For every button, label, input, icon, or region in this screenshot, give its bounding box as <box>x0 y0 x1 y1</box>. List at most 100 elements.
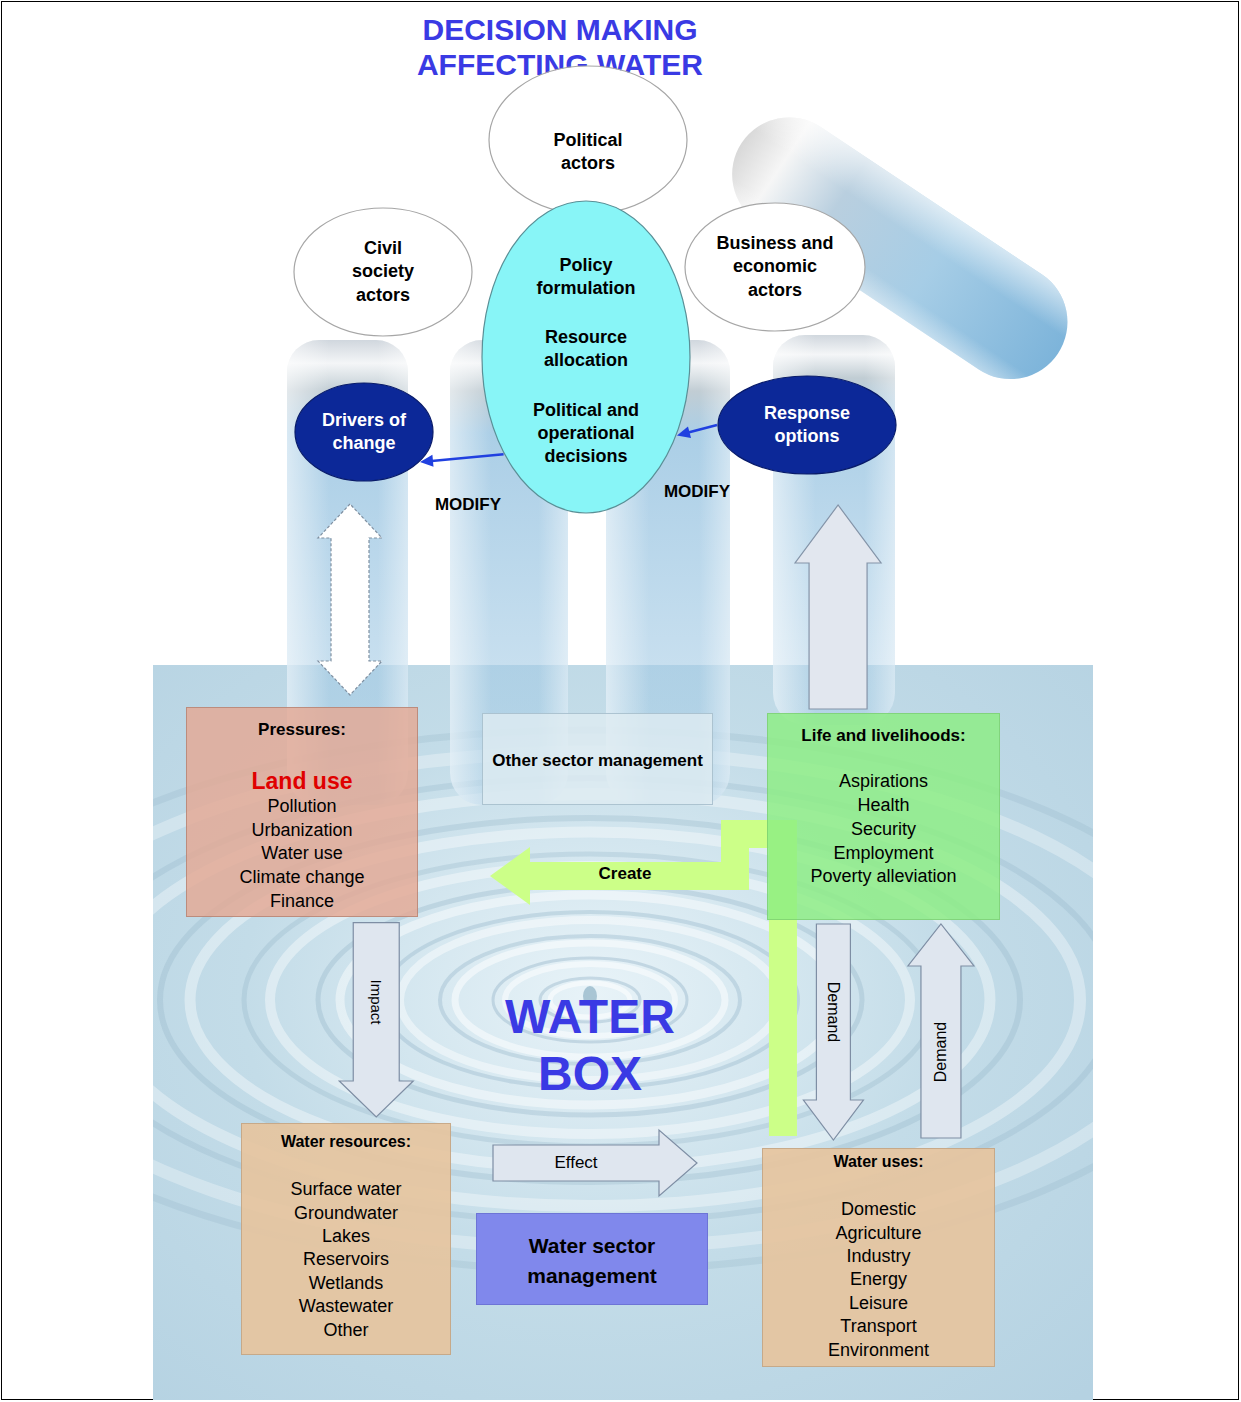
decision-ellipse: Policy formulationResource allocationPol… <box>481 200 691 514</box>
arrow-body <box>318 504 382 695</box>
box-item: Environment <box>828 1339 929 1362</box>
arrow-line <box>432 454 504 461</box>
ripple <box>340 895 840 1105</box>
edge-label: MODIFY <box>435 495 501 515</box>
ellipse-outline <box>717 375 897 475</box>
box-heading: Water resources: <box>281 1132 411 1151</box>
diagonal-pipe <box>710 95 1089 401</box>
box-item: Energy <box>850 1268 907 1291</box>
node-label: Water sector management <box>485 1231 699 1292</box>
box-item: Domestic <box>841 1198 916 1221</box>
node-content: Water sector management <box>477 1214 707 1304</box>
box-item: Climate change <box>239 866 364 890</box>
box-item: Agriculture <box>835 1222 921 1245</box>
resources-box: Water resources: Surface waterGroundwater… <box>241 1123 451 1355</box>
box-item: Aspirations <box>839 770 928 794</box>
box-item: Groundwater <box>294 1202 398 1225</box>
demand-arrow <box>908 924 974 1138</box>
node-label: Other sector management <box>492 749 703 774</box>
uses-box: Water uses:DomesticAgricultureIndustryEn… <box>762 1148 995 1367</box>
modify-arrow <box>677 425 717 438</box>
node-content: Pressures:Land usePollutionUrbanizationW… <box>187 708 417 916</box>
actor-ellipse: Civil society actors <box>293 207 473 337</box>
node-content: Civil society actors <box>343 237 423 307</box>
pressures-box: Pressures:Land usePollutionUrbanizationW… <box>186 707 418 917</box>
box-item: Reservoirs <box>303 1248 389 1271</box>
ellipse-shape <box>295 383 433 481</box>
node-content: Life and livelihoods:AspirationsHealthSe… <box>768 714 999 919</box>
livelihoods-box: Life and livelihoods:AspirationsHealthSe… <box>767 713 1000 920</box>
edge-label: Impact <box>367 979 385 1024</box>
box-item: Wetlands <box>309 1272 384 1295</box>
edge-label: Demand <box>824 982 843 1042</box>
box-item: Pollution <box>267 795 336 819</box>
arrow-body <box>339 923 413 1117</box>
node-content: Response options <box>757 402 857 449</box>
box-item: Leisure <box>849 1292 908 1315</box>
arrow-body <box>803 924 863 1140</box>
node-content: Policy formulationResource allocationPol… <box>516 254 656 467</box>
box-item: Security <box>851 818 916 842</box>
node-label: Political actors <box>533 129 643 176</box>
box-item: Wastewater <box>299 1295 393 1318</box>
double-block-arrow <box>318 504 382 695</box>
impact-arrow <box>339 923 413 1117</box>
ripple <box>190 832 990 1168</box>
response-ellipse: Response options <box>717 375 897 475</box>
box-heading: Pressures: <box>258 720 346 740</box>
arrow-head <box>490 847 530 905</box>
node-content: Drivers of change <box>314 409 414 456</box>
node-content: Political actors <box>533 129 643 176</box>
node-content: Water resources: Surface waterGroundwater… <box>242 1124 450 1354</box>
effect-arrow <box>493 1130 697 1196</box>
node-label: WATER BOX <box>470 989 710 1102</box>
node-label: Business and economic actors <box>713 232 838 302</box>
modify-arrow <box>420 454 504 466</box>
box-item: Poverty alleviation <box>810 865 956 889</box>
ellipse-shape <box>294 208 472 336</box>
box-heading: Policy formulation <box>516 254 656 300</box>
edge-label: MODIFY <box>664 482 730 502</box>
box-item: Employment <box>833 842 933 866</box>
arrow-line <box>688 425 717 433</box>
box-item: Lakes <box>322 1225 370 1248</box>
actor-ellipse: Political actors <box>488 65 688 215</box>
arrow-body <box>908 924 974 1138</box>
box-item: Industry <box>846 1245 910 1268</box>
driver-ellipse: Drivers of change <box>294 382 434 482</box>
box-item: Transport <box>840 1315 916 1338</box>
management-box: Water sector management <box>476 1213 708 1305</box>
edge-label: Create <box>599 864 652 884</box>
ellipse-shape <box>685 203 865 331</box>
arrow-body <box>795 505 881 709</box>
node-content: WATER BOX <box>470 989 710 1102</box>
node-content: Water uses:DomesticAgricultureIndustryEn… <box>763 1149 994 1366</box>
pipes <box>287 95 1089 805</box>
box-item: Urbanization <box>251 819 352 843</box>
node-content: Business and economic actors <box>713 232 838 302</box>
ellipse-shape <box>718 376 896 474</box>
box-item: Political and operational decisions <box>516 399 656 468</box>
box-item: Resource allocation <box>516 326 656 372</box>
ellipse-shape <box>482 201 690 513</box>
box-item: Health <box>857 794 909 818</box>
edge-label: Demand <box>931 1022 950 1082</box>
actor-ellipse: Business and economic actors <box>684 202 866 332</box>
box-item: Finance <box>270 890 334 914</box>
arrow-body <box>493 1130 697 1196</box>
pipe <box>710 95 1089 401</box>
box-item: Surface water <box>290 1178 401 1201</box>
node-label: Drivers of change <box>314 409 414 456</box>
sector-box: Other sector management <box>482 713 713 805</box>
water-ground <box>153 665 1093 1400</box>
box-heading: Water uses: <box>833 1152 923 1171</box>
node-label: Civil society actors <box>343 237 423 307</box>
box-item: Other <box>323 1319 368 1342</box>
ellipse-outline <box>294 382 434 482</box>
box-item: Water use <box>261 842 342 866</box>
water-box: WATER BOX Pressures:Land usePollutionUrba… <box>153 665 1093 1400</box>
pipe-shine <box>710 95 1089 401</box>
node-label: Response options <box>757 402 857 449</box>
block-arrow <box>795 505 881 709</box>
